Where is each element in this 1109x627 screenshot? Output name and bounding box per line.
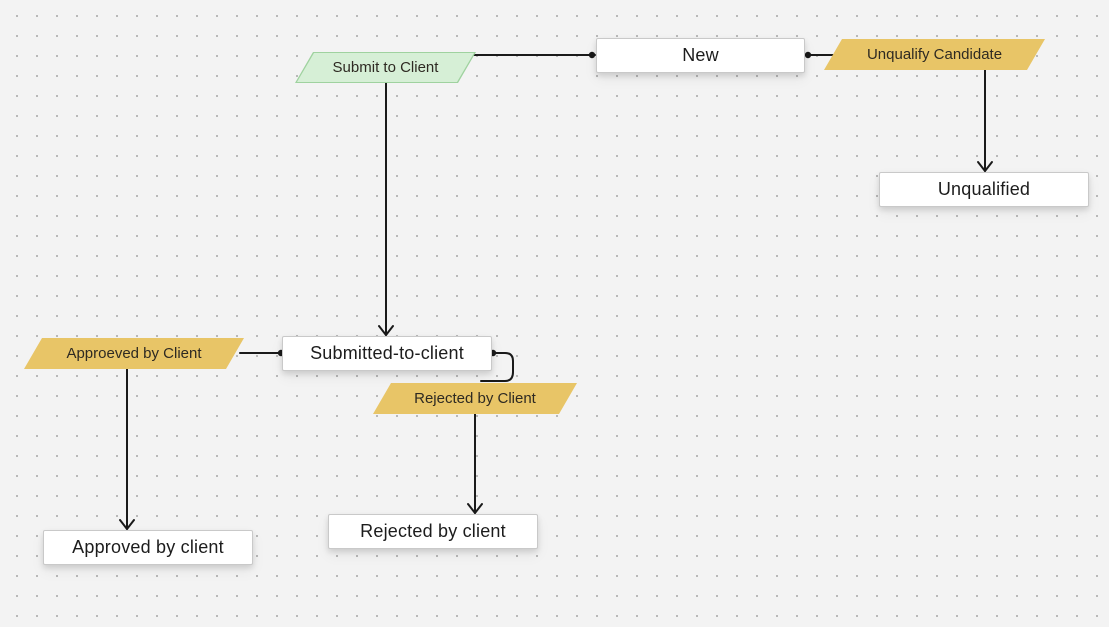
action-label: Approeved by Client <box>66 345 202 362</box>
arrowhead-submitted <box>378 325 394 336</box>
connector-submitted-to-reject-action <box>480 352 514 382</box>
action-shape <box>24 338 244 369</box>
state-approved-by-client[interactable]: Approved by client <box>43 530 253 565</box>
state-rejected-by-client[interactable]: Rejected by client <box>328 514 538 549</box>
action-label: Rejected by Client <box>414 390 536 407</box>
action-approved-by-client[interactable]: Approeved by Client <box>24 338 244 369</box>
state-submitted-to-client[interactable]: Submitted-to-client <box>282 336 492 371</box>
endpoint-dot <box>588 51 596 59</box>
action-rejected-by-client[interactable]: Rejected by Client <box>373 383 577 414</box>
action-shape <box>824 39 1045 70</box>
arrowhead-unqualified <box>977 161 993 172</box>
arrowhead-approved <box>119 519 135 530</box>
state-new[interactable]: New <box>596 38 805 73</box>
action-label: Submit to Client <box>332 59 439 76</box>
arrowhead-rejected <box>467 503 483 514</box>
action-unqualify-candidate[interactable]: Unqualify Candidate <box>824 39 1045 70</box>
action-label: Unqualify Candidate <box>866 46 1003 63</box>
action-shape <box>373 383 577 414</box>
endpoint-dot <box>804 51 812 59</box>
action-shape <box>295 52 476 83</box>
action-submit-to-client[interactable]: Submit to Client <box>295 52 476 83</box>
state-unqualified[interactable]: Unqualified <box>879 172 1089 207</box>
